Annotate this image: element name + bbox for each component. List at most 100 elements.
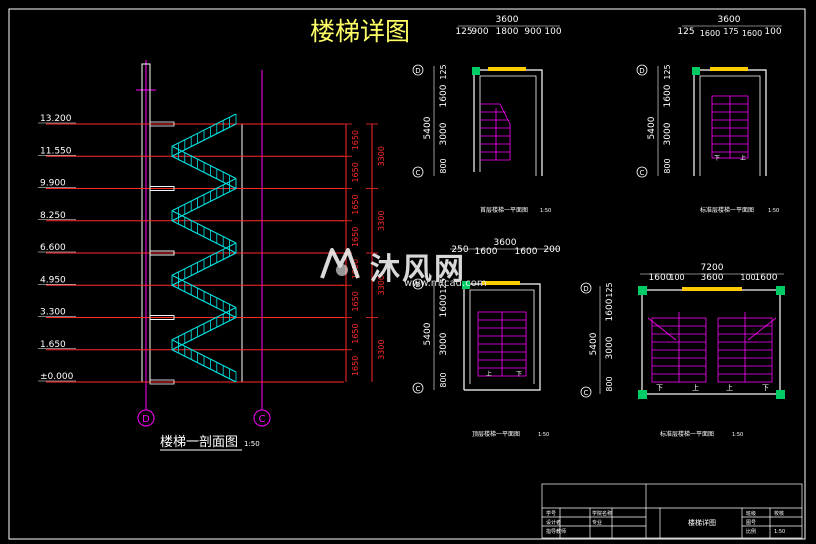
plan-tl-wpart-5: 100	[544, 27, 561, 37]
plan-tl-wpart-1: 125	[455, 27, 472, 37]
plan-bl-depth-total: 5400	[423, 322, 433, 345]
sheet-border	[8, 8, 806, 540]
plan-bl-wpart-4: 200	[543, 245, 560, 255]
axis-label-d: D	[142, 414, 150, 425]
plan-bl-width-total: 3600	[494, 238, 517, 248]
plan-br-dpart-2: 1600	[605, 298, 615, 321]
section-scale: 1:50	[244, 440, 260, 448]
level-label: 1.650	[40, 340, 66, 350]
level-label: 4.950	[40, 275, 66, 285]
plan-br-column-br	[776, 390, 785, 399]
axis-label-c: C	[259, 414, 266, 425]
plan-bl-wpart-2: 1600	[475, 247, 498, 257]
plan-br-scale: 1:50	[732, 432, 743, 438]
plan-tr-arrow-up: 上	[740, 154, 746, 162]
plan-br-arrow-4: 下	[762, 384, 769, 392]
level-label: 13.200	[40, 114, 72, 124]
level-label: ±0.000	[40, 372, 74, 382]
plan-tr-axis-bubble-d	[636, 64, 648, 76]
plan-br-axis-d: D	[583, 285, 588, 293]
section-view: 13.20011.5509.9008.2506.6004.9503.3001.6…	[38, 60, 386, 451]
total-dim-label: 3300	[377, 275, 386, 295]
plan-tl-dpart-1: 125	[439, 64, 448, 79]
plan-tr-dpart-2: 1600	[663, 84, 673, 107]
plan-tr-axis-c: C	[640, 169, 645, 177]
plan-br-dpart-4: 800	[605, 376, 614, 391]
plan-br-arrow-3: 上	[726, 383, 733, 392]
plan-tl-width-total: 3600	[496, 15, 519, 25]
stair-landing	[149, 315, 175, 320]
flight-dim-label: 1650	[351, 356, 360, 376]
plan-br-stair	[647, 312, 777, 383]
flight-dim-label: 1650	[351, 227, 360, 247]
plan-br-width-total: 7200	[701, 263, 724, 273]
plan-tr-axis-bubble-c	[636, 166, 648, 178]
tb-cell-6: 班级	[746, 510, 756, 517]
watermark-url: www.mfcad.com	[404, 278, 487, 289]
plan-tr-wpart-3: 175	[723, 27, 738, 36]
plan-br-wpart-5: 1600	[755, 273, 778, 283]
plan-tr-column-left	[692, 67, 700, 75]
plan-br-depth-total: 5400	[589, 332, 599, 355]
plan-br-axis-c: C	[584, 389, 589, 397]
plan-bl-dpart-4: 800	[439, 372, 448, 387]
plan-tl-walls-inner	[479, 75, 537, 176]
plan-tr-dpart-3: 3000	[663, 122, 673, 145]
plan-tl-column-left	[472, 67, 480, 75]
plan-br-wpart-4: 100	[740, 273, 755, 282]
plan-bl-stair	[477, 311, 527, 377]
plan-bl-window	[482, 281, 520, 285]
plan-bl-axis-bubble-c	[412, 382, 424, 394]
plan-bl-walls-inner	[469, 289, 535, 384]
plan-br-dpart-1: 125	[605, 282, 614, 297]
drawing-title: 楼梯详图	[310, 17, 410, 46]
plan-tr-axis-d: D	[639, 67, 644, 75]
watermark-logo-icon	[320, 248, 360, 279]
tb-cell-10: 1:50	[774, 529, 785, 535]
tb-cell-8: 图号	[746, 520, 756, 526]
tb-cell-7: 校核	[774, 510, 784, 517]
plan-tl-wpart-3: 1800	[496, 27, 519, 37]
plan-br-wpart-1: 1600	[649, 273, 672, 283]
plan-tr-arrow-down: 下	[714, 155, 720, 162]
plan-tr-window	[710, 67, 748, 71]
tb-cell-5: 指导教师	[546, 528, 566, 535]
plan-tl-window	[488, 67, 526, 71]
plan-bottom-left: 3600 250 1600 1600 200 5400 125 1600 300…	[412, 238, 561, 438]
tb-cell-9: 比例	[746, 528, 756, 535]
plan-tl-dpart-4: 800	[439, 158, 448, 173]
plan-br-window	[682, 287, 742, 291]
plan-tr-caption: 标准层楼梯一平面图	[700, 206, 754, 214]
plan-tr-dpart-4: 800	[663, 158, 672, 173]
title-block	[541, 483, 803, 539]
plan-tl-stair	[480, 103, 511, 161]
plan-tr-stair	[711, 95, 749, 159]
stair-landing	[149, 121, 175, 127]
plan-bl-axis-bubble-d	[412, 278, 424, 290]
plan-tr-walls-inner	[699, 75, 761, 176]
plan-bl-walls	[463, 283, 541, 391]
plan-bl-axis-d: D	[415, 281, 420, 289]
plan-tr-width-total: 3600	[718, 15, 741, 25]
plan-br-column-tl	[638, 286, 647, 295]
level-label: 6.600	[40, 243, 66, 253]
plan-bl-axis-c: C	[416, 385, 421, 393]
plan-tl-axis-bubble-c	[412, 166, 424, 178]
level-label: 9.900	[40, 179, 66, 189]
axis-bubble-d	[137, 409, 155, 427]
plan-bl-dpart-1: 125	[439, 278, 448, 293]
plan-tr-dpart-1: 125	[663, 64, 672, 79]
plan-tl-wpart-2: 900	[471, 27, 488, 37]
flight-dim-label: 1650	[351, 162, 360, 182]
plan-tr-wpart-5: 100	[764, 27, 781, 37]
plan-tl-axis-bubble-d	[412, 64, 424, 76]
plan-br-column-tr	[776, 286, 785, 295]
plan-tr-depth-total: 5400	[647, 116, 657, 139]
plan-tl-depth-total: 5400	[423, 116, 433, 139]
plan-bl-wpart-3: 1600	[515, 247, 538, 257]
tb-cell-2: 学院名称	[592, 510, 612, 517]
plan-bl-dpart-2: 1600	[439, 294, 449, 317]
plan-bottom-right: 7200 1600 100 3600 100 1600 5400 125 160…	[580, 263, 785, 438]
tb-drawing-name: 楼梯详图	[688, 518, 716, 527]
